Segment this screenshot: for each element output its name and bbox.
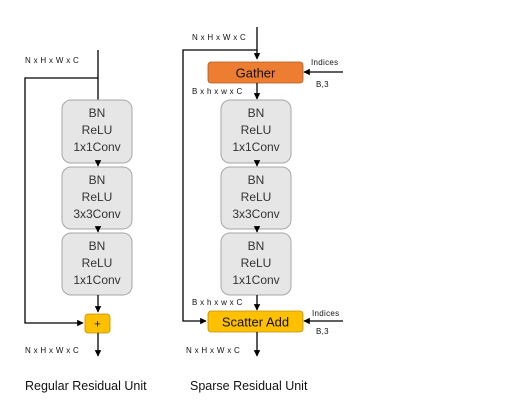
gather-label: Gather: [236, 66, 276, 81]
regular-block-3: [61, 232, 133, 296]
add-symbol: +: [94, 319, 100, 331]
scatter-add-label: Scatter Add: [222, 315, 289, 330]
regular-block-3-line-2: ReLU: [82, 256, 113, 270]
sparse-block-3-line-2: ReLU: [241, 256, 272, 270]
sparse-block-2-line-2: ReLU: [241, 190, 272, 204]
gather-indices-shape: B,3: [316, 80, 329, 89]
regular-skip-connection: [24, 77, 98, 327]
regular-residual-unit: N x H x W x C BN ReLU 1x1Conv BN ReLU 3x…: [24, 50, 147, 393]
sparse-caption: Sparse Residual Unit: [190, 379, 308, 393]
sparse-block-3-line-1: BN: [248, 239, 265, 253]
gather-node: [207, 61, 304, 84]
regular-block-3-line-3: 1x1Conv: [73, 273, 120, 287]
regular-block-2-line-1: BN: [89, 173, 106, 187]
sparse-block-2-line-1: BN: [248, 173, 265, 187]
sparse-block-1-line-3: 1x1Conv: [232, 140, 279, 154]
sparse-output-label: N x H x W x C: [186, 346, 240, 355]
regular-block-1-line-3: 1x1Conv: [73, 140, 120, 154]
regular-block-1-line-2: ReLU: [82, 123, 113, 137]
regular-block-3-line-1: BN: [89, 239, 106, 253]
sparse-residual-unit: N x H x W x C Gather Indices B,3 B x h x…: [182, 27, 343, 393]
regular-input-label: N x H x W x C: [25, 56, 79, 65]
sparse-block-2-line-3: 3x3Conv: [232, 207, 279, 221]
sparse-block-3-line-3: 1x1Conv: [232, 273, 279, 287]
gather-indices-label: Indices: [311, 58, 338, 67]
scatter-add-node: [207, 310, 304, 333]
sparse-block-1-line-1: BN: [248, 106, 265, 120]
regular-output-label: N x H x W x C: [25, 346, 79, 355]
sparse-block-1-line-2: ReLU: [241, 123, 272, 137]
sparse-input-label: N x H x W x C: [192, 33, 246, 42]
regular-block-1-line-1: BN: [89, 106, 106, 120]
regular-block-2-line-3: 3x3Conv: [73, 207, 120, 221]
regular-block-2-line-2: ReLU: [82, 190, 113, 204]
sparse-after-gather-label: B x h x w x C: [192, 87, 243, 96]
sparse-skip-connection: [182, 49, 257, 325]
regular-caption: Regular Residual Unit: [25, 379, 147, 393]
scatter-indices-shape: B,3: [316, 327, 329, 336]
scatter-indices-label: Indices: [312, 309, 339, 318]
sparse-before-scatter-label: B x h x w x C: [192, 298, 243, 307]
sparse-block-3: [220, 232, 292, 296]
